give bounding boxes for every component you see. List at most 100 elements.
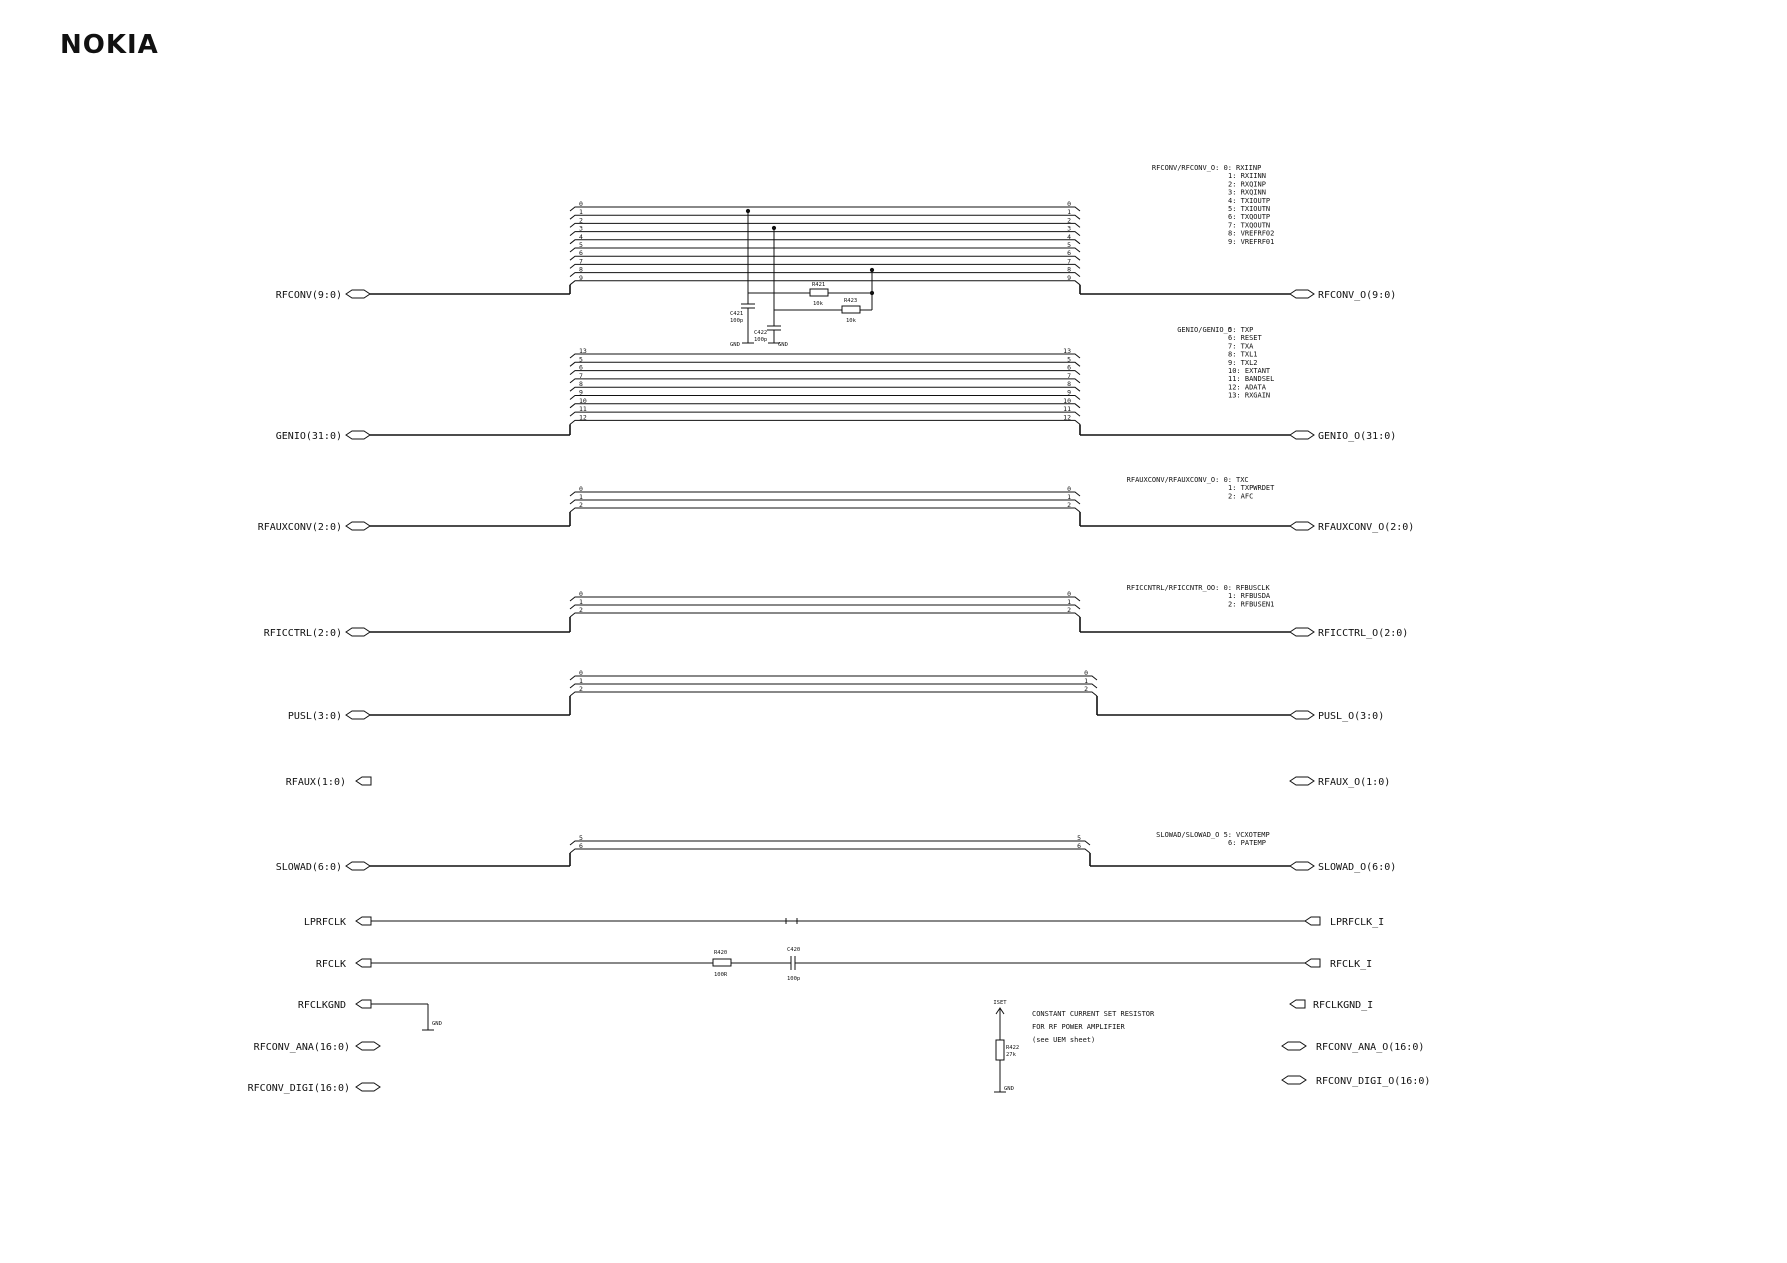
bus-wire-slowad bbox=[569, 848, 1091, 854]
bus-wire-rficctrl bbox=[569, 596, 1081, 602]
pin-left-rfconv: 7 bbox=[579, 257, 583, 265]
pin-right-rfconv: 2 bbox=[1067, 216, 1071, 224]
net-map-entry-rficctrl: 1: RFBUSDA bbox=[1228, 592, 1271, 600]
rfconv-digi-left-port bbox=[355, 1082, 381, 1092]
bus-port-right-slowad bbox=[1289, 861, 1315, 871]
bus-wire-rfconv bbox=[569, 255, 1081, 261]
nokia-logo: NOKIA bbox=[60, 30, 159, 60]
bus-port-left-label-rficctrl: RFICCTRL(2:0) bbox=[264, 628, 342, 639]
pin-left-rfconv: 0 bbox=[579, 200, 583, 208]
c421-gnd-label: GND bbox=[730, 342, 740, 348]
net-map-entry-slowad: 6: PATEMP bbox=[1228, 839, 1266, 847]
rfclkgnd-right-port bbox=[1289, 999, 1306, 1009]
pin-left-rfconv: 9 bbox=[579, 274, 583, 282]
c422-value: 100p bbox=[754, 337, 767, 343]
bus-port-right-label-rfauxconv: RFAUXCONV_O(2:0) bbox=[1318, 522, 1414, 533]
c422-gnd-label: GND bbox=[778, 342, 788, 348]
net-map-entry-rfconv: 8: VREFRF02 bbox=[1228, 230, 1274, 238]
bus-wire-genio bbox=[569, 395, 1081, 400]
pin-right-slowad: 5 bbox=[1077, 834, 1081, 842]
pin-right-genio: 12 bbox=[1063, 413, 1071, 421]
pin-left-rfauxconv: 1 bbox=[579, 493, 583, 501]
pin-left-genio: 13 bbox=[579, 347, 587, 355]
bus-wire-genio bbox=[569, 361, 1081, 367]
bus-port-right-label-slowad: SLOWAD_O(6:0) bbox=[1318, 862, 1396, 873]
bus-wire-rficctrl bbox=[569, 612, 1081, 618]
pin-left-slowad: 6 bbox=[579, 842, 583, 850]
bus-wire-genio bbox=[569, 403, 1081, 409]
r422-gnd-label: GND bbox=[1004, 1086, 1014, 1092]
net-map-title-rfauxconv: RFAUXCONV/RFAUXCONV_O: 0: bbox=[1127, 476, 1232, 484]
rfclk-right-label: RFCLK_I bbox=[1330, 959, 1372, 970]
pin-right-rficctrl: 2 bbox=[1067, 606, 1071, 614]
bus-port-right-rficctrl bbox=[1289, 627, 1315, 637]
pin-left-rficctrl: 2 bbox=[579, 606, 583, 614]
bus-wire-rfconv bbox=[569, 222, 1081, 228]
pin-right-rfconv: 0 bbox=[1067, 200, 1071, 208]
pin-right-rficctrl: 0 bbox=[1067, 590, 1071, 598]
pin-right-rfauxconv: 0 bbox=[1067, 485, 1071, 493]
pin-right-pusl: 1 bbox=[1084, 677, 1088, 685]
r423-ref: R423 bbox=[844, 298, 857, 304]
c421-ref: C421 bbox=[730, 311, 743, 317]
net-map-entry-genio: 12: ADATA bbox=[1228, 383, 1267, 391]
lprfclk-left-port bbox=[355, 916, 372, 926]
net-map-entry-rfconv: RXIINP bbox=[1236, 164, 1261, 172]
pin-left-genio: 11 bbox=[579, 405, 587, 413]
bus-port-right-label-rficctrl: RFICCTRL_O(2:0) bbox=[1318, 628, 1408, 639]
junction-dot bbox=[869, 267, 875, 273]
bus-port-right-label-genio: GENIO_O(31:0) bbox=[1318, 431, 1396, 442]
bus-wire-genio bbox=[569, 411, 1081, 417]
note-line1: CONSTANT CURRENT SET RESISTOR bbox=[1032, 1010, 1155, 1018]
pin-right-genio: 7 bbox=[1067, 372, 1071, 380]
rfclkgnd-right-label: RFCLKGND_I bbox=[1313, 1000, 1373, 1011]
pin-right-genio: 5 bbox=[1067, 355, 1071, 363]
pin-right-rfauxconv: 1 bbox=[1067, 493, 1071, 501]
pin-right-genio: 10 bbox=[1063, 397, 1071, 405]
rfaux-left-label: RFAUX(1:0) bbox=[286, 777, 346, 788]
bus-wire-rfconv bbox=[569, 206, 1081, 212]
pin-left-slowad: 5 bbox=[579, 834, 583, 842]
pin-left-pusl: 1 bbox=[579, 677, 583, 685]
r422-top-label: ISET bbox=[993, 1000, 1007, 1006]
rfclkgnd-gnd-label: GND bbox=[432, 1021, 442, 1027]
net-map-title-genio: GENIO/GENIO_O bbox=[1177, 326, 1232, 334]
r420-value: 100R bbox=[714, 972, 728, 978]
bus-port-left-genio bbox=[345, 430, 371, 440]
pin-left-genio: 7 bbox=[579, 372, 583, 380]
net-map-entry-genio: 11: BANDSEL bbox=[1228, 375, 1274, 383]
net-map-entry-rfconv: 7: TXQOUTN bbox=[1228, 221, 1270, 229]
pin-left-rfconv: 8 bbox=[579, 266, 583, 274]
pin-left-rfconv: 2 bbox=[579, 216, 583, 224]
note-line3: (see UEM sheet) bbox=[1032, 1036, 1095, 1044]
pin-right-rfconv: 3 bbox=[1067, 225, 1071, 233]
bus-port-left-rfconv bbox=[345, 289, 371, 299]
net-map-entry-rfconv: 4: TXIOUTP bbox=[1228, 197, 1270, 205]
net-map-entry-rfconv: 9: VREFRF01 bbox=[1228, 238, 1274, 246]
pin-left-genio: 5 bbox=[579, 355, 583, 363]
rfconv-digi-right-port bbox=[1281, 1075, 1307, 1085]
pin-right-rfconv: 6 bbox=[1067, 249, 1071, 257]
bus-wire-rfconv bbox=[569, 239, 1081, 245]
bus-wire-slowad bbox=[569, 840, 1091, 846]
rfconv-ana-left-port bbox=[355, 1041, 381, 1051]
net-map-entry-rficctrl: 2: RFBUSEN1 bbox=[1228, 600, 1274, 608]
rfconv-ana-right-port bbox=[1281, 1041, 1307, 1051]
bus-port-left-rfauxconv bbox=[345, 521, 371, 531]
r423-value: 10k bbox=[846, 318, 857, 324]
bus-wire-rfconv bbox=[569, 231, 1081, 236]
rfaux-left-port bbox=[355, 776, 372, 786]
bus-wire-rfauxconv bbox=[569, 491, 1081, 497]
pin-right-rfconv: 9 bbox=[1067, 274, 1071, 282]
bus-wire-pusl bbox=[569, 683, 1098, 689]
net-map-title-slowad: SLOWAD/SLOWAD_O 5: bbox=[1156, 831, 1232, 839]
bus-port-right-label-pusl: PUSL_O(3:0) bbox=[1318, 711, 1384, 722]
pin-left-pusl: 2 bbox=[579, 685, 583, 693]
rfconv-digi-left-label: RFCONV_DIGI(16:0) bbox=[248, 1083, 350, 1094]
bus-wire-rfconv bbox=[569, 263, 1081, 269]
pin-right-rfconv: 8 bbox=[1067, 266, 1071, 274]
bus-wire-rfconv bbox=[569, 214, 1081, 220]
net-map-entry-rfauxconv: 1: TXPWRDET bbox=[1228, 484, 1275, 492]
net-map-entry-rfconv: 1: RXIINN bbox=[1228, 172, 1266, 180]
pin-left-rfauxconv: 0 bbox=[579, 485, 583, 493]
